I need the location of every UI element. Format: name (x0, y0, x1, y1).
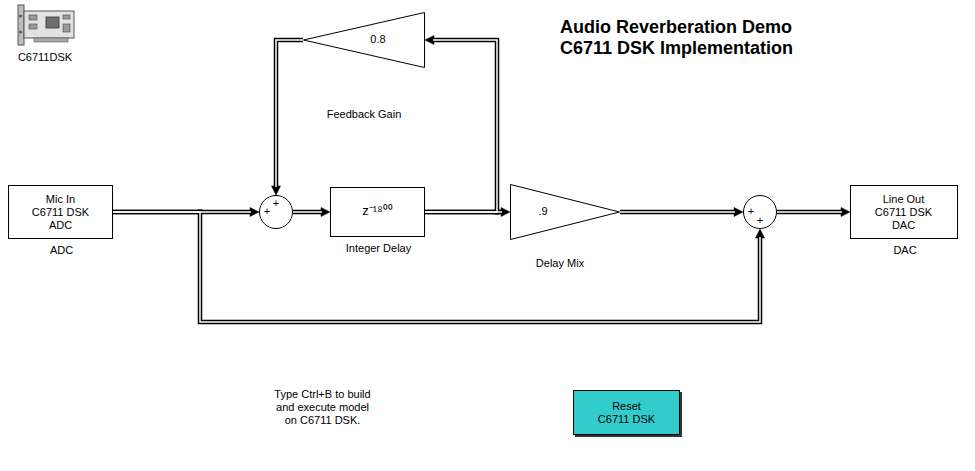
sign: + (745, 205, 757, 218)
wire-outline (425, 40, 497, 212)
triangle-outline (303, 12, 425, 68)
sign: + (270, 197, 282, 210)
triangle-outline (510, 184, 620, 240)
wire-outline (113, 212, 760, 322)
signal-line (425, 36, 497, 213)
block-name: Delay Mix (510, 257, 610, 270)
arrowhead (272, 186, 281, 195)
gain-value: .9 (528, 205, 558, 218)
dac-block: Line Out C6711 DSK DACDAC (850, 185, 958, 239)
dsk-card-icon (18, 5, 74, 45)
icon-caption: C6711DSK (5, 51, 85, 64)
signal-line (620, 208, 743, 217)
wire-outline (293, 210, 322, 215)
wire-outline (777, 210, 842, 215)
sum-block: ++ (743, 195, 777, 229)
gain-block: .9Delay Mix (510, 184, 620, 240)
wire-core (620, 211, 735, 213)
wire-core (777, 211, 842, 213)
arrowhead (425, 36, 434, 45)
wire-outline (276, 40, 303, 187)
wire-cores (113, 40, 842, 322)
button-text: Reset C6711 DSK (596, 400, 657, 426)
adc-block: Mic In C6711 DSK ADCADC (8, 185, 113, 239)
block-name: ADC (9, 244, 114, 257)
gain-block: 0.8Feedback Gain (303, 12, 425, 68)
signal-line (293, 208, 330, 217)
signal-line (113, 212, 765, 322)
signal-line (272, 40, 304, 195)
block-name: DAC (851, 244, 959, 257)
arrowhead (841, 208, 850, 217)
note-text: Type Ctrl+B to build and execute model o… (270, 388, 375, 427)
sign: + (261, 205, 273, 218)
arrowhead (756, 229, 765, 238)
delay-block: z⁻¹⁸⁰⁰Integer Delay (330, 187, 425, 237)
reset-button: Reset C6711 DSK (573, 390, 680, 435)
arrowhead (734, 208, 743, 217)
block-name: Integer Delay (331, 242, 426, 255)
block-text: Line Out C6711 DSK DAC (873, 193, 934, 232)
signal-line (777, 208, 850, 217)
delay-expression: z⁻¹⁸⁰⁰ (331, 203, 424, 218)
wire-core (276, 40, 303, 187)
block-name: Feedback Gain (303, 108, 425, 121)
wire-core (113, 212, 760, 322)
sum-block: ++ (259, 195, 293, 229)
block-text: Mic In C6711 DSK ADC (30, 193, 91, 232)
arrowhead (321, 208, 330, 217)
gain-value: 0.8 (348, 33, 408, 46)
arrowhead (501, 208, 510, 217)
diagram-title: Audio Reverberation Demo C6711 DSK Imple… (560, 17, 840, 59)
arrowhead (250, 208, 259, 217)
wire-core (425, 40, 497, 212)
wire-core (293, 211, 322, 213)
wire-core (425, 211, 502, 213)
sign: + (754, 214, 766, 227)
wire-outline (425, 210, 502, 215)
wire-outline (620, 210, 735, 215)
